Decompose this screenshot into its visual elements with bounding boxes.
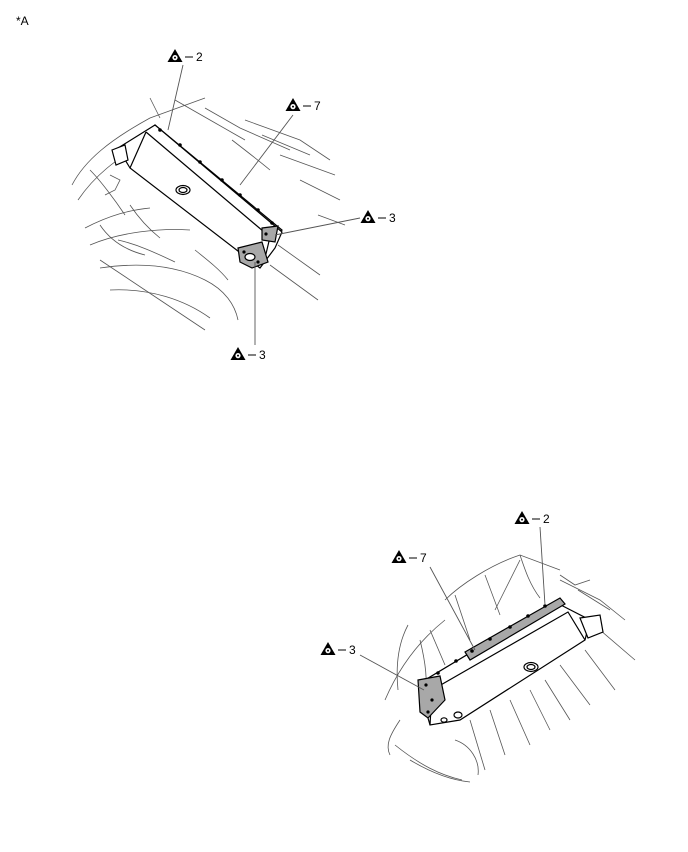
callout-top-3a-text: 3 xyxy=(389,211,396,225)
sealer-triangle-icon xyxy=(167,49,183,62)
callout-top-3a: 3 xyxy=(360,210,396,225)
bottom-body-outline xyxy=(384,554,636,783)
callout-top-3b: 3 xyxy=(230,347,266,362)
callout-bot-7: 7 xyxy=(391,550,427,565)
callout-bot-2-text: 2 xyxy=(543,512,550,526)
callout-bot-3: 3 xyxy=(320,642,356,657)
callout-top-7: 7 xyxy=(285,98,321,113)
callout-top-7-text: 7 xyxy=(314,99,321,113)
bottom-member xyxy=(417,597,604,726)
top-view: 2 7 3 3 xyxy=(71,49,396,362)
callout-bot-3-text: 3 xyxy=(349,643,356,657)
bottom-weld-points xyxy=(424,604,547,714)
bottom-leaders xyxy=(359,526,546,691)
sealer-triangle-icon xyxy=(230,347,246,360)
callout-top-2-text: 2 xyxy=(196,50,203,64)
sealer-triangle-icon xyxy=(285,98,301,111)
figure-label: *A xyxy=(16,14,29,28)
sealer-triangle-icon xyxy=(320,642,336,655)
bottom-view: 2 7 3 xyxy=(320,511,636,783)
top-member xyxy=(111,124,284,269)
callout-top-2: 2 xyxy=(167,49,203,64)
top-leaders xyxy=(167,64,361,345)
sealer-triangle-icon xyxy=(514,511,530,524)
top-weld-points xyxy=(158,128,274,264)
callout-bot-2: 2 xyxy=(514,511,550,526)
sealer-triangle-icon xyxy=(391,550,407,563)
sealer-triangle-icon xyxy=(360,210,376,223)
callout-top-3b-text: 3 xyxy=(259,348,266,362)
callout-bot-7-text: 7 xyxy=(420,551,427,565)
top-body-outline xyxy=(71,97,346,331)
